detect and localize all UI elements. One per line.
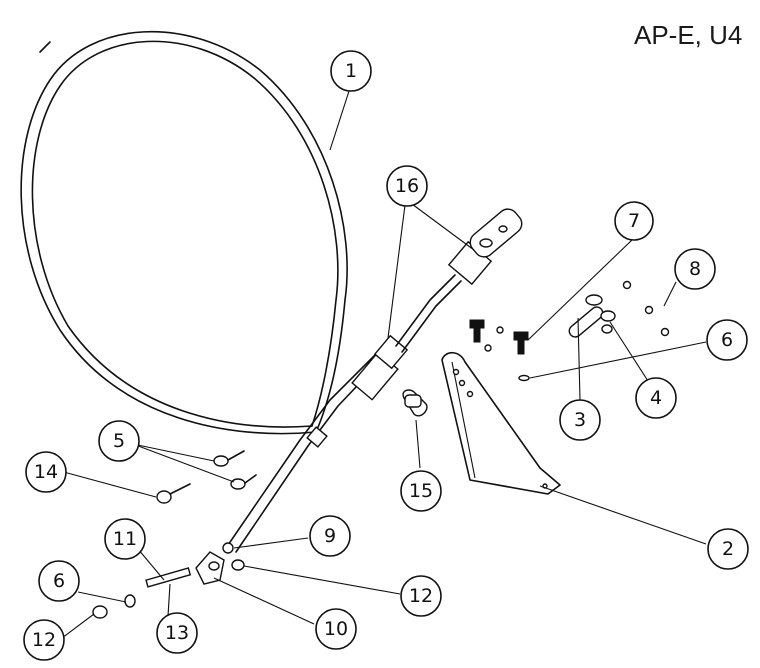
callout-13: 13 (156, 612, 198, 654)
callout-6-right: 6 (706, 319, 748, 361)
cable-end-fitting (222, 208, 523, 554)
callout-2: 2 (707, 528, 749, 570)
callout-12-left: 12 (23, 619, 65, 661)
callout-label: 7 (628, 210, 640, 232)
callout-9: 9 (309, 515, 351, 557)
callout-label: 12 (32, 629, 56, 651)
callout-label: 8 (689, 258, 701, 280)
callout-14: 14 (25, 451, 67, 493)
callout-4: 4 (635, 377, 677, 419)
mounting-bracket (441, 351, 561, 495)
callout-12-right: 12 (400, 575, 442, 617)
callout-label: 10 (324, 618, 348, 640)
callout-label: 14 (34, 461, 58, 483)
bolt-left (469, 319, 485, 343)
callout-label: 1 (345, 60, 357, 82)
screws-5 (213, 450, 257, 490)
callout-label: 5 (113, 430, 125, 452)
control-cable-loop (20, 30, 348, 435)
leader-lines (59, 87, 707, 639)
callout-label: 9 (324, 525, 336, 547)
callout-8: 8 (674, 248, 716, 290)
callout-6-left: 6 (38, 560, 80, 602)
callout-15: 15 (400, 470, 442, 512)
callout-3: 3 (559, 399, 601, 441)
callout-16: 16 (386, 165, 428, 207)
callout-label: 4 (650, 387, 662, 409)
callout-label: 16 (395, 175, 419, 197)
diagram-title: AP-E, U4 (634, 20, 743, 50)
nut-12a (92, 605, 108, 619)
screw-14 (156, 483, 191, 504)
callout-label: 2 (722, 538, 734, 560)
washer-6b (124, 594, 136, 608)
pin-13 (145, 567, 192, 588)
callout-label: 6 (53, 570, 65, 592)
bolt-7 (513, 331, 529, 355)
clip-4 (585, 294, 616, 334)
callout-label: 6 (721, 329, 733, 351)
nut-12b (231, 559, 245, 571)
callout-label: 11 (113, 528, 137, 550)
link-plate-3 (568, 306, 604, 338)
callout-11: 11 (104, 518, 146, 560)
small-parts-6 (484, 326, 530, 382)
nuts-8 (622, 280, 670, 337)
callout-label: 13 (165, 622, 189, 644)
callout-label: 15 (409, 480, 433, 502)
callout-label: 12 (409, 585, 433, 607)
clamp-15 (402, 389, 428, 417)
swivel-10 (195, 551, 225, 585)
callout-label: 3 (574, 409, 586, 431)
callout-5: 5 (98, 420, 140, 462)
callout-7: 7 (614, 201, 654, 241)
callout-10: 10 (315, 608, 357, 650)
callout-1: 1 (330, 50, 372, 92)
